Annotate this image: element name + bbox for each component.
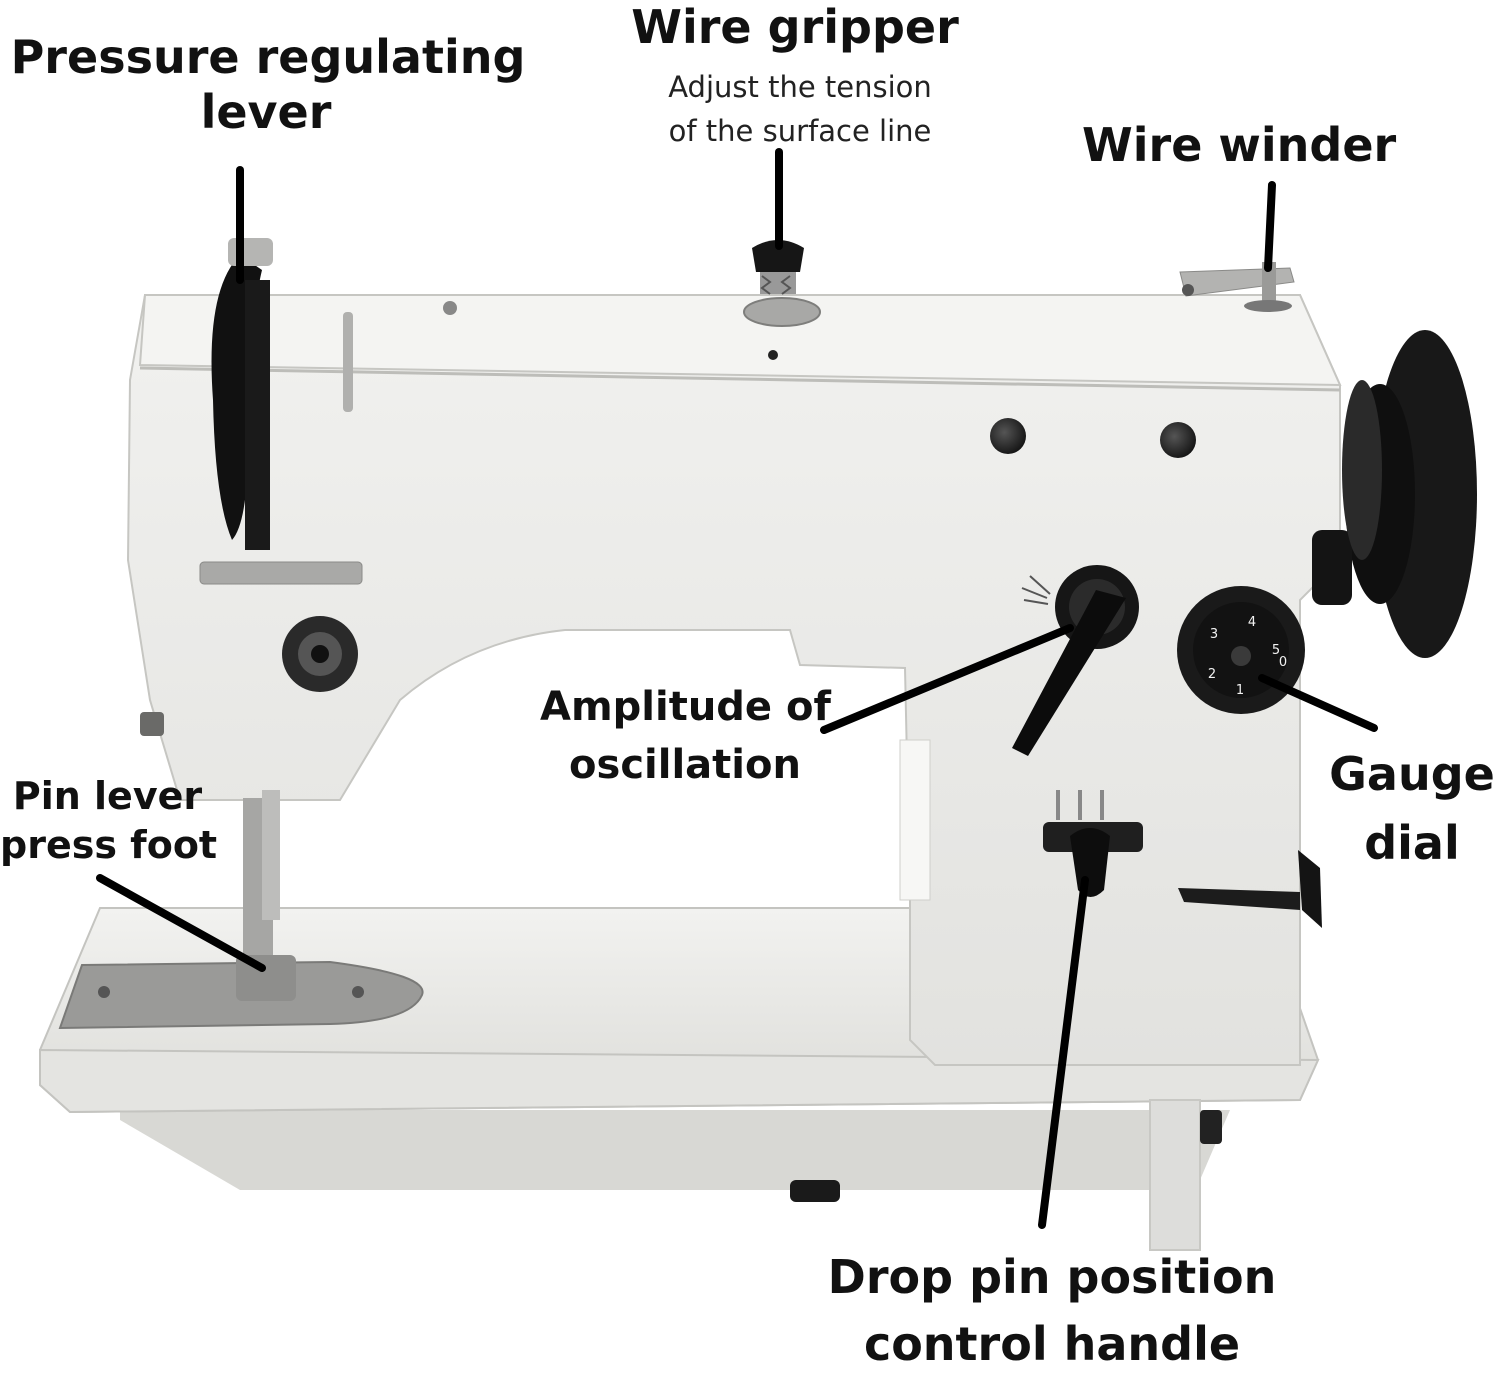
amplitude-lever-part <box>1012 565 1139 756</box>
label-line: Pin lever <box>12 774 203 818</box>
handwheel <box>1312 330 1477 658</box>
label-line: Pressure regulating <box>10 30 526 84</box>
label-wire-gripper-subtitle: Adjust the tension of the surface line <box>640 66 960 153</box>
label-amplitude-of-oscillation: Amplitude of oscillation <box>540 678 831 794</box>
dial-number: 0 <box>1279 655 1287 670</box>
wire-gripper-part <box>743 240 821 327</box>
machine-arm <box>126 294 1342 1066</box>
label-line: dial <box>1364 816 1460 870</box>
dial-number: 3 <box>1210 627 1218 642</box>
arm-knobs <box>990 418 1196 458</box>
label-line: Gauge <box>1329 747 1495 801</box>
label-pin-lever-press-foot: Pin lever press foot <box>0 772 218 871</box>
label-line: oscillation <box>569 742 801 788</box>
label-line: press foot <box>0 823 218 868</box>
label-line: Amplitude of <box>540 684 831 730</box>
dial-number: 2 <box>1208 667 1216 682</box>
subtitle-line: of the surface line <box>668 113 932 148</box>
gauge-dial-part: 1 2 3 4 5 0 <box>1177 586 1305 714</box>
label-pressure-regulating-lever: Pressure regulating lever <box>8 30 528 140</box>
leader-wire-winder <box>1264 181 1276 272</box>
knee-lever-part <box>1178 850 1322 928</box>
dial-number: 1 <box>1236 683 1244 698</box>
label-line: Drop pin position <box>827 1250 1277 1304</box>
leader-amplitude <box>820 624 1074 734</box>
leader-gauge-dial <box>1258 674 1378 732</box>
label-wire-gripper: Wire gripper <box>620 0 970 55</box>
label-line: control handle <box>863 1316 1241 1371</box>
label-line: lever <box>200 85 332 140</box>
subtitle-line: Adjust the tension <box>668 70 932 104</box>
dial-number: 4 <box>1248 615 1256 630</box>
label-line: Wire winder <box>1082 118 1397 172</box>
label-wire-winder: Wire winder <box>1082 118 1396 173</box>
leader-drop-pin <box>1038 876 1089 1229</box>
drop-pin-handle-part <box>1043 790 1143 897</box>
needle-bar-assembly <box>140 561 363 1001</box>
label-gauge-dial: Gauge dial <box>1322 740 1500 878</box>
leader-pin-lever <box>96 874 266 972</box>
wire-winder-part <box>1179 262 1295 312</box>
dial-number: 5 <box>1272 643 1280 658</box>
label-line: Wire gripper <box>631 0 959 54</box>
leader-lines <box>96 148 1378 1229</box>
label-drop-pin-position-control-handle: Drop pin position control handle <box>822 1244 1282 1377</box>
